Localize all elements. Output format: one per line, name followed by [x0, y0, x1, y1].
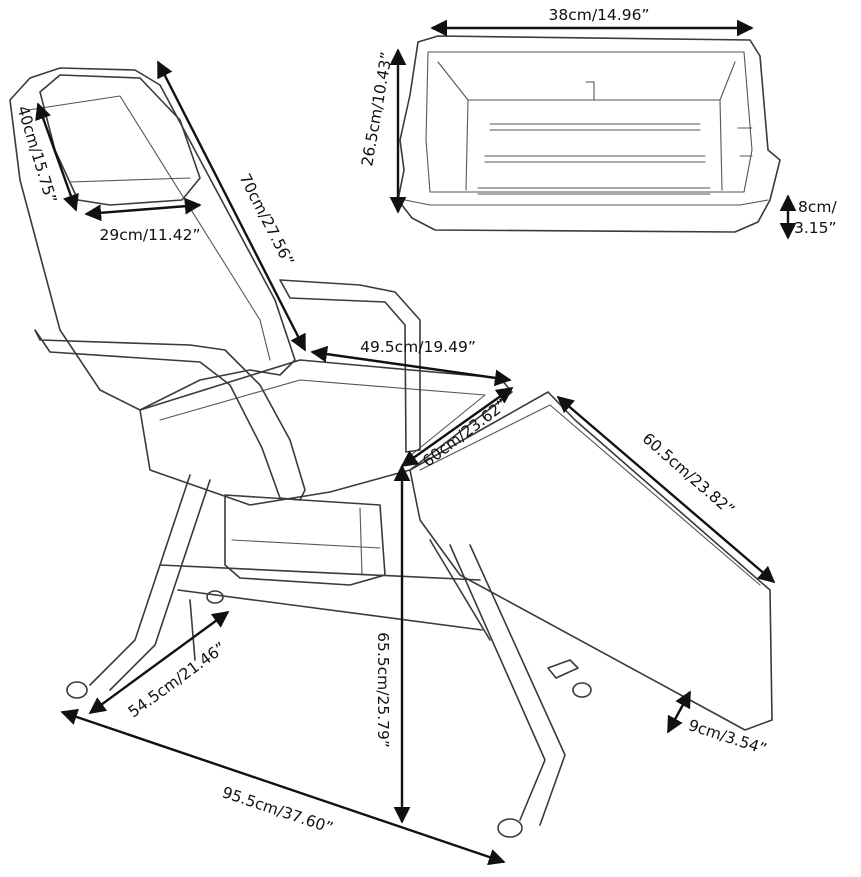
- dim-line-seat-width: [310, 345, 512, 387]
- headrest-height-label: 40cm/15.75”: [13, 104, 60, 206]
- legrest-length-label: 60.5cm/23.82”: [639, 429, 738, 519]
- base-width-label: 54.5cm/21.46”: [125, 639, 229, 722]
- dim-line-seat-depth: [400, 387, 514, 467]
- tray-width-label: 38cm/14.96”: [549, 6, 650, 24]
- tray-height-label-2: 3.15”: [794, 219, 837, 237]
- tray-height-label-1: 8cm/: [798, 198, 837, 216]
- dim-line-headrest-height: [35, 102, 79, 212]
- dim-line-legrest-thickness: [666, 690, 692, 734]
- dimension-lines: [35, 19, 797, 866]
- seat-width-label: 49.5cm/19.49”: [360, 338, 476, 356]
- dim-line-headrest-width: [84, 197, 202, 222]
- overall-length-label: 95.5cm/37.60”: [220, 783, 335, 837]
- dim-line-backrest-length: [156, 60, 307, 352]
- dim-line-base-width: [88, 611, 230, 714]
- dim-line-overall-length: [60, 708, 506, 866]
- storage-tray-drawing: [397, 35, 781, 233]
- seat-depth-label: 60cm/23.62”: [419, 395, 510, 470]
- backrest-length-label: 70cm/27.56”: [236, 171, 298, 269]
- dim-line-legrest-length: [556, 395, 776, 584]
- tray-depth-label: 26.5cm/10.43”: [358, 51, 396, 168]
- seat-height-label: 65.5cm/25.79”: [374, 632, 392, 748]
- legrest-thickness-label: 9cm/3.54”: [686, 716, 769, 758]
- headrest-width-label: 29cm/11.42”: [100, 226, 201, 244]
